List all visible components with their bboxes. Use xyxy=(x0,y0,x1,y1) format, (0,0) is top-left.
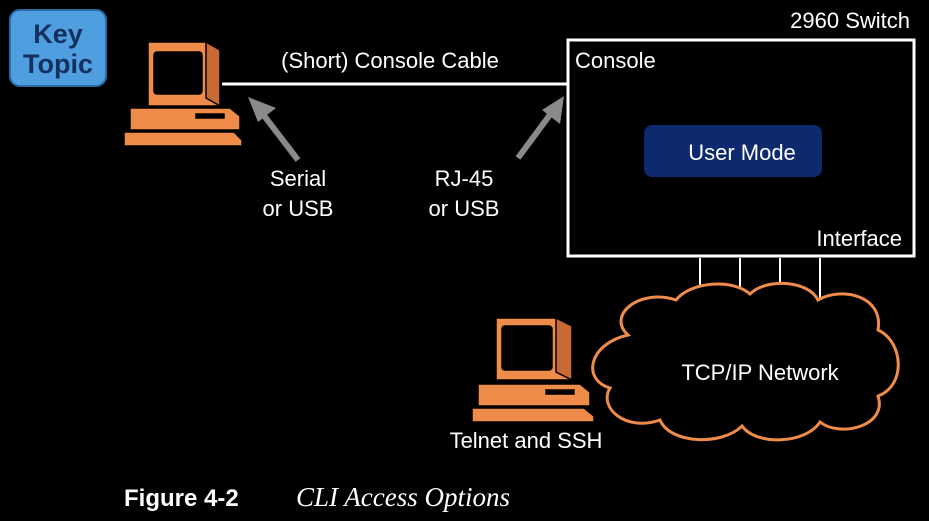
switch-box xyxy=(566,38,916,258)
remote-pc-icon xyxy=(471,316,595,423)
console-pc-icon xyxy=(123,40,243,147)
console-cable-label: (Short) Console Cable xyxy=(281,48,499,73)
pc-port-label-1: Serial xyxy=(270,166,326,191)
user-mode-box xyxy=(644,125,822,177)
remote-pc-label: Telnet and SSH xyxy=(450,428,603,453)
figure-title: CLI Access Options xyxy=(296,482,510,512)
switch-console-label: Console xyxy=(575,48,656,73)
switch-port-label-2: or USB xyxy=(429,196,500,221)
arrow-rj45 xyxy=(515,96,564,160)
arrow-serial xyxy=(248,97,301,162)
figure-number: Figure 4-2 xyxy=(124,485,239,512)
key-topic-line1: Key xyxy=(33,19,83,49)
switch-title: 2960 Switch xyxy=(790,8,910,33)
switch-port-label-1: RJ-45 xyxy=(435,166,494,191)
key-topic-badge: Key Topic xyxy=(9,9,107,87)
network-label: TCP/IP Network xyxy=(681,360,839,385)
pc-port-label-2: or USB xyxy=(263,196,334,221)
switch-interface-label: Interface xyxy=(816,226,902,251)
user-mode-label: User Mode xyxy=(688,140,796,165)
tcpip-cloud-icon xyxy=(591,281,900,442)
key-topic-line2: Topic xyxy=(23,49,93,79)
